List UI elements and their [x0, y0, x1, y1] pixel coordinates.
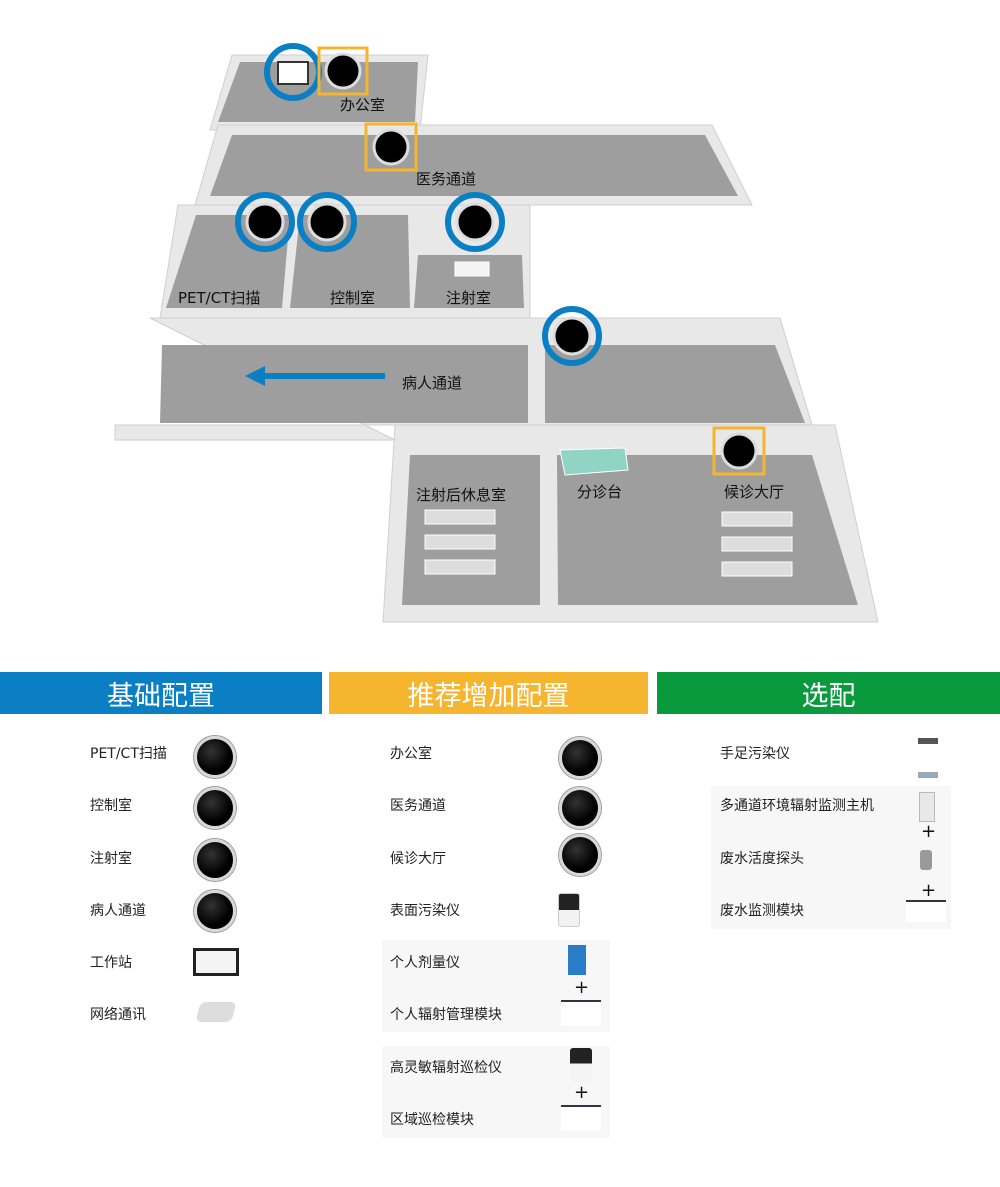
plus-sign: + [921, 821, 937, 842]
list-item: 网络通讯 [90, 1007, 146, 1023]
hand-foot-monitor-icon [918, 738, 938, 778]
room-label-rest: 注射后休息室 [416, 486, 507, 504]
room-label-office: 办公室 [340, 96, 386, 114]
room-label-injection: 注射室 [446, 289, 492, 307]
room-label-waiting: 候诊大厅 [724, 483, 785, 501]
list-item: 个人辐射管理模块 [390, 1007, 502, 1023]
list-item: 病人通道 [90, 903, 146, 919]
list-item: 工作站 [90, 955, 132, 971]
room-label-control: 控制室 [330, 289, 376, 307]
room-label-medical-corridor: 医务通道 [416, 170, 477, 188]
surface-contamination-meter-icon [558, 893, 580, 927]
software-screenshot-icon [906, 900, 946, 922]
detector-icon [559, 787, 601, 829]
plus-sign: + [921, 880, 937, 901]
header-recommended: 推荐增加配置 [329, 672, 648, 714]
detector-icon [194, 787, 236, 829]
router-icon [195, 1002, 237, 1022]
detector-icon [194, 890, 236, 932]
header-basic: 基础配置 [0, 672, 322, 714]
dosimeter-icon [568, 945, 586, 975]
list-item: 表面污染仪 [390, 903, 460, 919]
list-item: 废水监测模块 [720, 903, 804, 919]
survey-meter-icon [570, 1048, 592, 1082]
plus-sign: + [574, 977, 590, 998]
detector-icon [559, 737, 601, 779]
list-item: 高灵敏辐射巡检仪 [390, 1060, 502, 1076]
list-item: 个人剂量仪 [390, 955, 460, 971]
software-screenshot-icon [561, 1000, 601, 1026]
detector-icon [194, 736, 236, 778]
list-item: 医务通道 [390, 798, 446, 814]
list-item: 多通道环境辐射监测主机 [720, 798, 874, 814]
monitor-host-icon [919, 792, 935, 822]
detector-icon [559, 834, 601, 876]
monitor-icon [193, 948, 239, 976]
list-item: PET/CT扫描 [90, 746, 167, 762]
probe-icon [920, 850, 932, 870]
list-item: 区域巡检模块 [390, 1112, 474, 1128]
room-label-triage: 分诊台 [577, 483, 623, 501]
room-label-patient-corridor: 病人通道 [402, 374, 463, 392]
header-optional: 选配 [657, 672, 1000, 714]
list-item: 控制室 [90, 798, 132, 814]
list-item: 候诊大厅 [390, 851, 446, 867]
list-item: 手足污染仪 [720, 746, 790, 762]
software-screenshot-icon [561, 1105, 601, 1131]
direction-arrow [245, 366, 385, 386]
list-item: 废水活度探头 [720, 851, 804, 867]
list-item: 注射室 [90, 851, 132, 867]
floor-plan [114, 43, 879, 623]
list-item: 办公室 [390, 746, 432, 762]
room-label-pet-ct: PET/CT扫描 [178, 289, 261, 307]
plus-sign: + [574, 1082, 590, 1103]
detector-icon [194, 839, 236, 881]
